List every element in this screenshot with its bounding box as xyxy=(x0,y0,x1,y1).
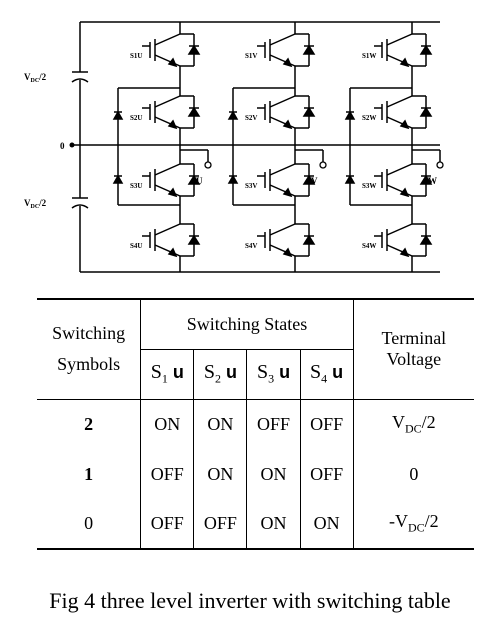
output-terminal-label: U xyxy=(196,176,203,186)
switch-header-s2: S2 u xyxy=(193,349,247,400)
terminal-voltage: VDC/2 xyxy=(352,399,474,449)
switch-state: ON xyxy=(193,449,247,499)
switch-state: ON xyxy=(299,499,354,550)
igbt-switch-s2v xyxy=(257,95,316,130)
igbt-switch-s3w xyxy=(374,163,433,198)
switch-header-s4: S4 u xyxy=(299,349,354,400)
switch-label: S3V xyxy=(245,182,257,190)
switch-label: S3W xyxy=(362,182,376,190)
col-header-symbols-line2: Symbols xyxy=(57,354,121,375)
col-header-symbols-line1: Switching xyxy=(52,323,126,344)
igbt-switch-s4v xyxy=(257,223,316,258)
igbt-switch-s1w xyxy=(374,33,433,68)
igbt-switch-s1v xyxy=(257,33,316,68)
igbt-switch-s4w xyxy=(374,223,433,258)
clamp-diode-upper xyxy=(112,110,124,120)
switch-label: S4U xyxy=(130,242,142,250)
switch-label: S3U xyxy=(130,182,142,190)
igbt-switch-s1u xyxy=(142,33,201,68)
switch-state: ON xyxy=(193,399,247,449)
switch-state: ON xyxy=(140,399,194,449)
switch-label: S1V xyxy=(245,52,257,60)
switch-label: S2V xyxy=(245,114,257,122)
switch-state: ON xyxy=(246,449,301,499)
switch-state: OFF xyxy=(246,399,301,449)
col-header-switching-states: Switching States xyxy=(140,298,354,350)
upper-capacitor-symbol xyxy=(71,71,89,83)
igbt-switch-s3u xyxy=(142,163,201,198)
clamp-diode-lower xyxy=(112,174,124,184)
output-terminal-label: V xyxy=(311,176,318,186)
igbt-switch-s3v xyxy=(257,163,316,198)
switch-state: OFF xyxy=(193,499,247,550)
figure-caption: Fig 4 three level inverter with switchin… xyxy=(49,588,451,613)
igbt-switch-s2u xyxy=(142,95,201,130)
clamp-diode-lower xyxy=(227,174,239,184)
vdc-top-label: VDC/2 xyxy=(24,72,47,84)
switching-table: Switching Symbols Switching States Termi… xyxy=(37,298,474,550)
terminal-voltage: 0 xyxy=(352,449,474,499)
switch-label: S1U xyxy=(130,52,142,60)
output-terminal-label: W xyxy=(428,176,437,186)
col-header-terminal-voltage: Terminal Voltage xyxy=(352,298,474,399)
switch-label: S2W xyxy=(362,114,376,122)
switch-header-s3: S3 u xyxy=(246,349,301,400)
vdc-bottom-label: VDC/2 xyxy=(24,198,47,210)
inverter-leg-u: S1U S2U S3U S4U U xyxy=(112,22,212,272)
switch-state: ON xyxy=(246,499,301,550)
switch-label: S1W xyxy=(362,52,376,60)
switch-state: OFF xyxy=(140,499,194,550)
neutral-label: 0 xyxy=(60,141,65,151)
clamp-diode-lower xyxy=(344,174,356,184)
switching-symbol: 0 xyxy=(37,499,141,550)
igbt-switch-s2w xyxy=(374,95,433,130)
switch-label: S2U xyxy=(130,114,142,122)
clamp-diode-upper xyxy=(227,110,239,120)
lower-capacitor-symbol xyxy=(71,197,89,209)
inverter-leg-w: S1W S2W S3W S4W W xyxy=(344,22,444,272)
terminal-voltage: -VDC/2 xyxy=(352,499,474,550)
inverter-leg-v: S1V S2V S3V S4V V xyxy=(227,22,327,272)
switching-symbol: 1 xyxy=(84,463,94,484)
switch-state: OFF xyxy=(140,449,194,499)
switch-label: S4V xyxy=(245,242,257,250)
switch-label: S4W xyxy=(362,242,376,250)
col-header-symbols: Switching Symbols xyxy=(37,298,141,399)
switch-state: OFF xyxy=(299,449,354,499)
igbt-switch-s4u xyxy=(142,223,201,258)
clamp-diode-upper xyxy=(344,110,356,120)
switching-symbol: 2 xyxy=(84,413,94,434)
three-level-inverter-diagram: VDC/2 VDC/2 0 S1U S2U S3U S4U U S1V S2V S3V S4V V… xyxy=(24,21,444,273)
switch-state: OFF xyxy=(299,399,354,449)
switch-header-s1: S1 u xyxy=(140,349,194,400)
